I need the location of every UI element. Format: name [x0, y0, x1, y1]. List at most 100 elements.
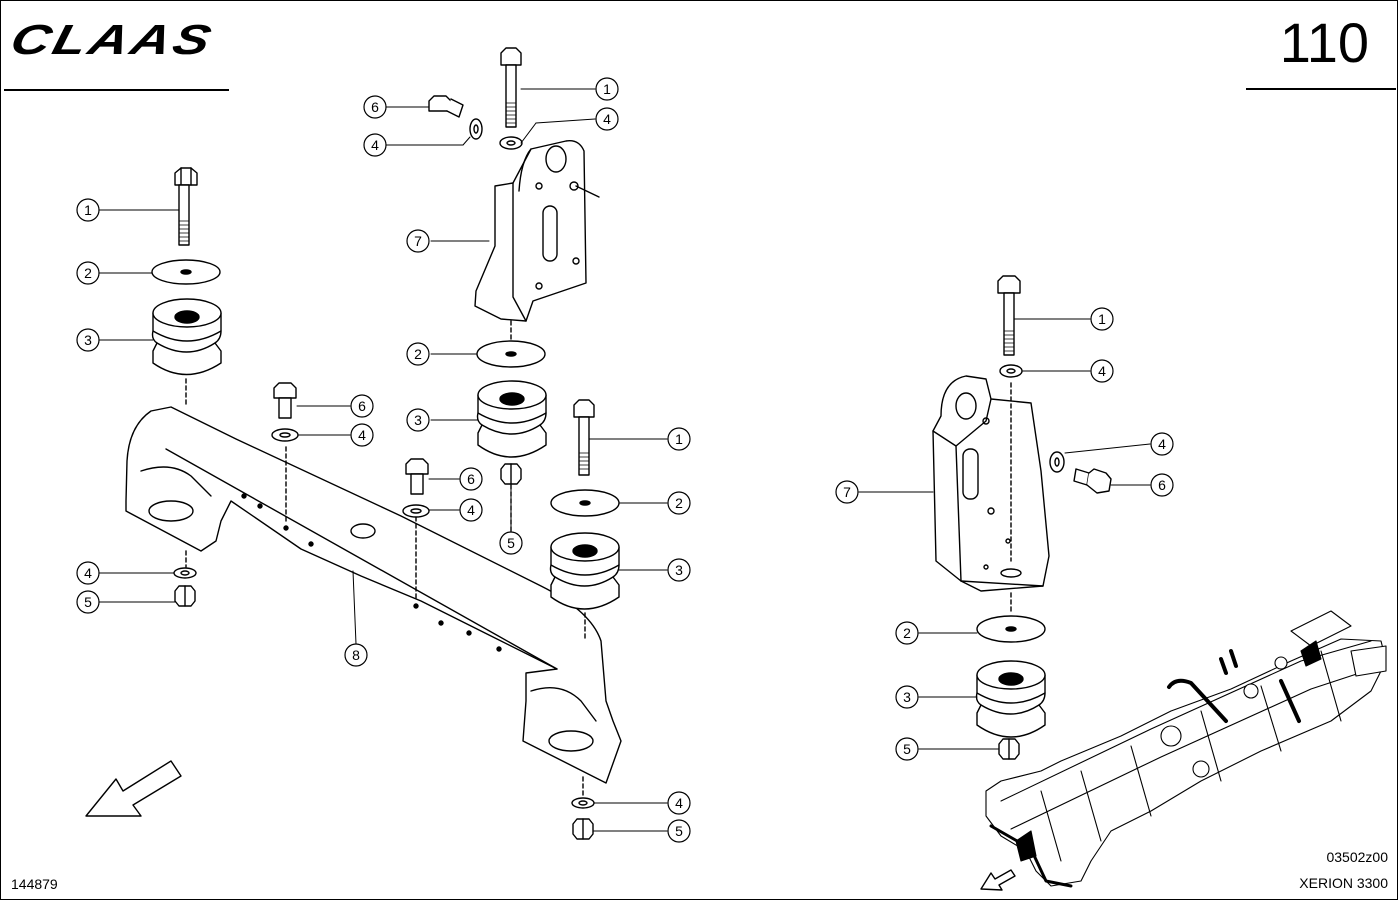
- callout-number: 4: [603, 111, 611, 127]
- header-rule-left: [4, 89, 229, 91]
- callout-bubble: [895, 737, 919, 761]
- callout-number: 3: [84, 332, 92, 348]
- nut-part: [500, 463, 522, 485]
- callout-number: 5: [675, 823, 683, 839]
- callout-bubble: [406, 229, 430, 253]
- callout-number: 2: [675, 495, 683, 511]
- callout-bubble: [76, 261, 100, 285]
- washer-part: [571, 797, 595, 809]
- callout-bubble: [667, 819, 691, 843]
- callout-number: 4: [1158, 436, 1166, 452]
- callout-leaders: [98, 88, 1151, 832]
- callout-number: 7: [414, 233, 422, 249]
- callout-bubble: [895, 685, 919, 709]
- callout-bubble: [1150, 473, 1174, 497]
- bolt-part: [573, 399, 595, 476]
- callout-number: 4: [84, 565, 92, 581]
- chassis-overview: [985, 610, 1387, 888]
- callout-bubble: [667, 427, 691, 451]
- rubber-mount-part: [476, 380, 547, 458]
- callout-number: 5: [84, 594, 92, 610]
- washer-part: [151, 259, 221, 285]
- callout-number: 6: [1158, 477, 1166, 493]
- page-number: 110: [1279, 11, 1369, 74]
- callout-bubble: [76, 198, 100, 222]
- callout-bubble: [406, 342, 430, 366]
- document-number: 144879: [11, 876, 58, 892]
- rubber-mount-part: [151, 298, 222, 376]
- model-name: XERION 3300: [1299, 875, 1388, 891]
- callout-number: 1: [603, 81, 611, 97]
- callout-bubble: [76, 590, 100, 614]
- callout-number: 1: [84, 202, 92, 218]
- callout-number: 3: [414, 412, 422, 428]
- nut-part: [998, 738, 1020, 760]
- callout-number: 2: [414, 346, 422, 362]
- callout-number: 4: [1098, 363, 1106, 379]
- callout-bubble: [344, 643, 368, 667]
- callout-number: 6: [467, 471, 475, 487]
- washer-part: [173, 567, 197, 579]
- rubber-mount-part: [975, 660, 1046, 738]
- callout-bubble: [835, 480, 859, 504]
- washer-part: [1049, 451, 1065, 473]
- bolt-part: [273, 382, 297, 419]
- callout-bubble: [363, 95, 387, 119]
- washer-part: [271, 428, 299, 442]
- engine-bracket-part: [474, 140, 600, 322]
- bolt-part: [500, 47, 522, 128]
- callout-bubble: [76, 561, 100, 585]
- washer-part: [402, 504, 430, 518]
- washer-part: [469, 118, 483, 140]
- bolt-part: [428, 95, 464, 118]
- header-rule-right: [1246, 88, 1396, 90]
- washer-part: [976, 615, 1046, 643]
- callout-number: 2: [903, 625, 911, 641]
- callout-number: 2: [84, 265, 92, 281]
- bolt-part: [997, 275, 1021, 356]
- callout-bubble: [363, 133, 387, 157]
- callout-bubble: [595, 77, 619, 101]
- direction-arrow-icon: [85, 760, 182, 817]
- callout-bubble: [1150, 432, 1174, 456]
- callout-number: 8: [352, 647, 360, 663]
- callout-number: 1: [675, 431, 683, 447]
- callout-bubble: [667, 491, 691, 515]
- callout-bubble: [1090, 359, 1114, 383]
- callout-number: 6: [358, 398, 366, 414]
- rubber-mount-part: [549, 532, 620, 610]
- callout-bubble: [667, 791, 691, 815]
- callout-bubble: [895, 621, 919, 645]
- washer-part: [550, 489, 620, 517]
- reference-code: 03502z00: [1326, 849, 1388, 865]
- callout-bubbles: [76, 77, 1174, 843]
- callout-number: 6: [371, 99, 379, 115]
- callout-bubble: [76, 328, 100, 352]
- callout-number: 3: [675, 562, 683, 578]
- washer-part: [499, 136, 523, 150]
- callout-number: 4: [467, 502, 475, 518]
- callout-bubble: [667, 558, 691, 582]
- callout-bubble: [459, 498, 483, 522]
- direction-arrow-icon: [980, 869, 1016, 891]
- callout-bubble: [350, 394, 374, 418]
- nut-part: [572, 818, 594, 840]
- callout-number: 7: [843, 484, 851, 500]
- callout-number: 4: [358, 427, 366, 443]
- nut-part: [174, 585, 196, 607]
- callout-bubble: [459, 467, 483, 491]
- callout-number: 4: [675, 795, 683, 811]
- callout-number: 1: [1098, 311, 1106, 327]
- callout-bubble: [595, 107, 619, 131]
- callout-bubble: [1090, 307, 1114, 331]
- bolt-part: [1073, 468, 1112, 494]
- washer-part: [999, 364, 1023, 378]
- callout-number: 4: [371, 137, 379, 153]
- washer-part: [476, 340, 546, 368]
- bolt-part: [405, 458, 429, 495]
- callout-bubble: [406, 408, 430, 432]
- callout-number: 5: [507, 535, 515, 551]
- callout-bubble: [350, 423, 374, 447]
